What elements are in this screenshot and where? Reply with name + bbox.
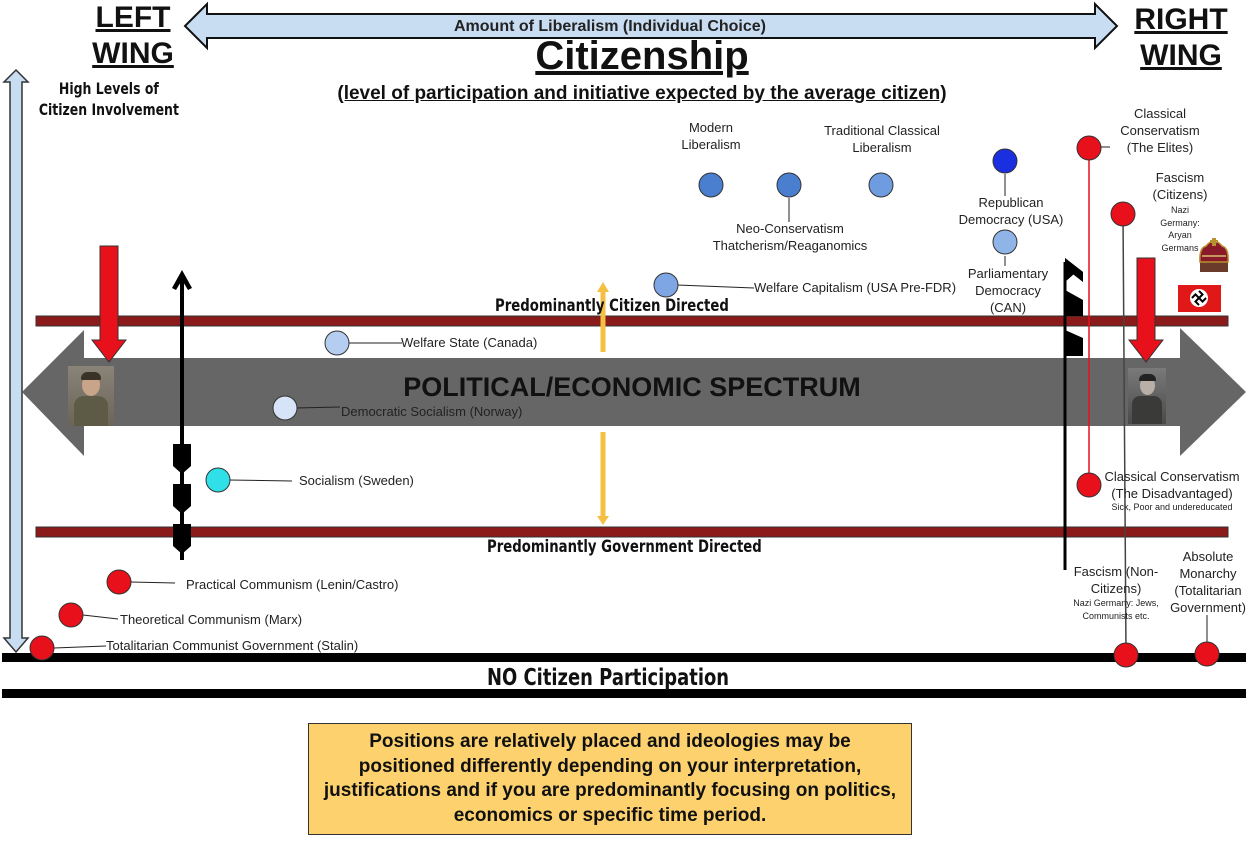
classical-conservatism-elites-label: Classical Conservatism (The Elites) [1120,106,1200,155]
no-participation-line-bottom [2,689,1246,698]
classical-conservatism-disadvantaged-label: Classical Conservatism (The Disadvantage… [1104,469,1240,501]
orange-down-arrow [597,432,609,525]
government-directed-label: Predominantly Government Directed [487,537,762,557]
welfare-capitalism-dot [653,272,679,298]
modern-liberalism-dot [698,172,724,198]
orange-up-arrow [597,282,609,352]
right-black-marker [1063,258,1083,570]
welfare-capitalism-label: Welfare Capitalism (USA Pre-FDR) [754,280,957,295]
disadvantaged-note: Sick, Poor and undereducated [1111,502,1233,512]
absolute-monarchy-label: Absolute Monarchy (Totalitarian Governme… [1170,549,1246,615]
fascism-non-citizens-note: Nazi Germany: Jews, Communists etc. [1073,598,1159,621]
republican-democracy-dot [992,148,1018,174]
neo-conservatism-dot [776,172,802,198]
left-red-arrow [90,245,128,363]
leader-lines [53,146,1208,649]
democratic-socialism-dot [272,395,298,421]
left-wing-label: LEFT WING [92,1,174,70]
page-title: Citizenship [535,34,749,78]
welfare-state-label: Welfare State (Canada) [401,335,538,350]
spectrum-label: POLITICAL/ECONOMIC SPECTRUM [403,372,861,402]
citizen-band [35,315,1229,327]
republican-democracy-label: Republican Democracy (USA) [958,195,1064,227]
fascism-citizens-note: Nazi Germany: Aryan Germans [1160,205,1200,253]
swastika-flag-icon [1178,285,1221,312]
citizen-directed-label: Predominantly Citizen Directed [495,296,729,316]
classical-conservatism-disadvantaged-dot [1076,472,1102,498]
liberalism-label: Amount of Liberalism (Individual Choice) [453,18,766,35]
fascism-citizens-dot [1110,201,1136,227]
high-involvement-label: High Levels of Citizen Involvement [38,79,179,119]
modern-liberalism-label: Modern Liberalism [681,120,741,152]
right-wing-label: RIGHT WING [1134,3,1228,72]
left-black-marker [172,270,192,560]
liberalism-arrow [183,1,1119,51]
traditional-classical-liberalism-dot [868,172,894,198]
no-participation-line-top [2,653,1246,662]
fascism-citizens-label: Fascism (Citizens) [1152,170,1208,202]
page-subtitle: (level of participation and initiative e… [337,83,947,104]
socialism-label: Socialism (Sweden) [299,473,414,488]
democratic-socialism-label: Democratic Socialism (Norway) [341,404,523,419]
neo-conservatism-label: Neo-Conservatism Thatcherism/Reaganomics [712,221,868,253]
stalin-portrait [68,366,114,426]
parliamentary-democracy-dot [992,229,1018,255]
fascism-non-citizens-dot [1113,642,1139,668]
fascism-link-line [1122,213,1127,653]
theoretical-communism-dot [58,602,84,628]
totalitarian-communist-dot [29,635,55,661]
socialism-dot [205,467,231,493]
fascism-non-citizens-label: Fascism (Non-Citizens) [1073,564,1159,596]
right-red-arrow [1127,257,1165,363]
no-participation-label: NO Citizen Participation [487,665,730,691]
absolute-monarchy-dot [1194,641,1220,667]
crown-icon [1199,238,1229,272]
disclaimer-note: Positions are relatively placed and ideo… [308,723,912,835]
practical-communism-label: Practical Communism (Lenin/Castro) [186,577,399,592]
government-band [35,526,1229,538]
practical-communism-dot [106,569,132,595]
involvement-arrow [2,68,30,654]
hitler-portrait [1128,368,1166,424]
classical-conservatism-elites-dot [1076,135,1102,161]
totalitarian-communist-label: Totalitarian Communist Government (Stali… [106,638,359,653]
disclaimer-text: Positions are relatively placed and ideo… [323,731,897,826]
spectrum-arrow [22,328,1246,456]
traditional-classical-liberalism-label: Traditional Classical Liberalism [824,123,940,155]
parliamentary-democracy-label: Parliamentary Democracy (CAN) [967,266,1049,315]
welfare-state-dot [324,330,350,356]
theoretical-communism-label: Theoretical Communism (Marx) [120,612,303,627]
